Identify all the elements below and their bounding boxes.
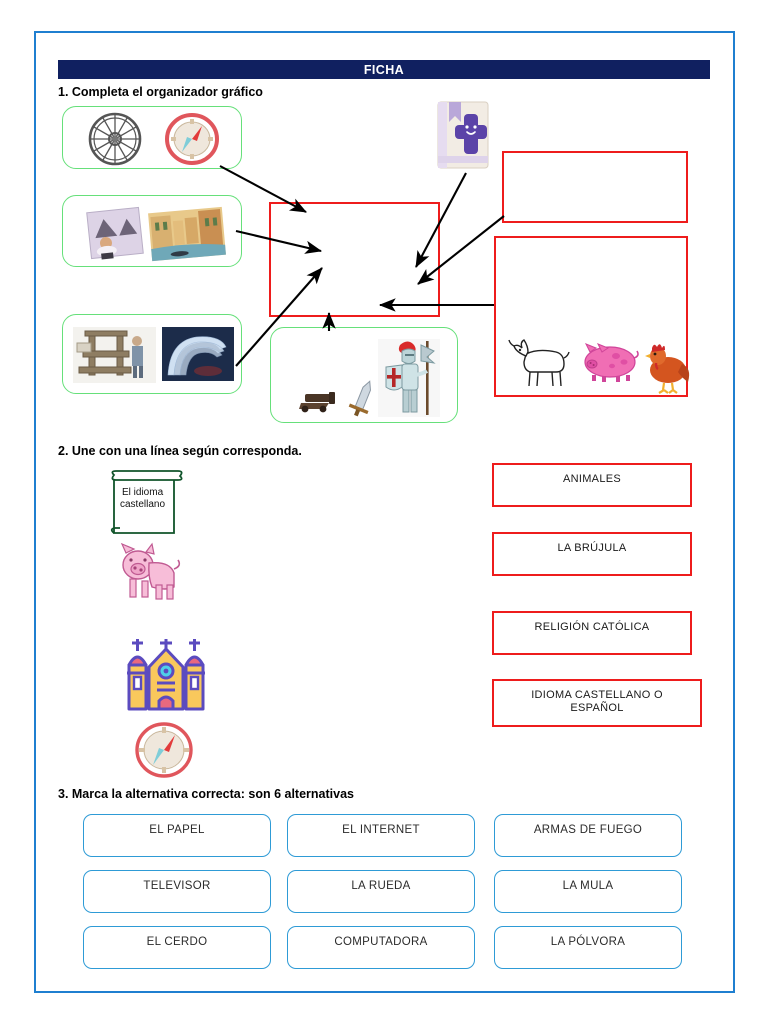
scroll-image: El idioma castellano (110, 470, 183, 534)
matching-compass-image (135, 722, 193, 778)
match-box-idioma-label-line1: IDIOMA CASTELLANO O (531, 689, 663, 701)
green-box-wheel-compass (62, 106, 242, 169)
match-box-animales[interactable]: ANIMALES (492, 463, 692, 507)
option-la-polvora-label: LA PÓLVORA (550, 936, 626, 948)
scroll-text-line2: castellano (120, 499, 165, 510)
match-box-brujula-label: LA BRÚJULA (557, 542, 627, 554)
option-la-rueda-label: LA RUEDA (351, 880, 411, 892)
knight-image (378, 339, 440, 417)
option-la-polvora[interactable]: LA PÓLVORA (494, 926, 682, 969)
option-la-mula[interactable]: LA MULA (494, 870, 682, 913)
option-el-internet[interactable]: EL INTERNET (287, 814, 475, 857)
scroll-text-line1: El idioma (122, 487, 164, 498)
option-el-internet-label: EL INTERNET (342, 824, 420, 836)
goat-image (508, 339, 570, 387)
match-box-brujula[interactable]: LA BRÚJULA (492, 532, 692, 576)
bible-book-image (437, 101, 489, 169)
church-image (127, 639, 205, 711)
organizer-empty-answer-box[interactable] (502, 151, 688, 223)
match-box-religion[interactable]: RELIGIÓN CATÓLICA (492, 611, 692, 655)
option-computadora[interactable]: COMPUTADORA (287, 926, 475, 969)
green-box-printing-press (62, 314, 242, 394)
option-la-mula-label: LA MULA (562, 880, 614, 892)
option-televisor-label: TELEVISOR (143, 880, 211, 892)
green-box-weapons-knight (270, 327, 458, 423)
option-la-rueda[interactable]: LA RUEDA (287, 870, 475, 913)
cannon-image (299, 392, 335, 413)
ficha-header-bar: FICHA (58, 60, 710, 79)
option-el-cerdo-label: EL CERDO (146, 936, 208, 948)
option-armas-de-fuego[interactable]: ARMAS DE FUEGO (494, 814, 682, 857)
pig-image (584, 343, 639, 382)
option-el-papel-label: EL PAPEL (149, 824, 205, 836)
hen-image (645, 344, 690, 394)
printing-press-image (73, 327, 156, 383)
sword-image (348, 380, 371, 417)
option-computadora-label: COMPUTADORA (334, 936, 428, 948)
question-1-title: 1. Completa el organizador gráfico (58, 85, 263, 99)
organizer-animals-box (494, 236, 690, 397)
matching-pig-image (120, 542, 181, 600)
green-box-paintings (62, 195, 242, 267)
question-3-title: 3. Marca la alternativa correcta: son 6 … (58, 787, 354, 801)
worksheet-page: FICHA 1. Completa el organizador gráfico (34, 31, 735, 993)
cervantes-painting-image (86, 206, 144, 260)
option-televisor[interactable]: TELEVISOR (83, 870, 271, 913)
option-el-papel[interactable]: EL PAPEL (83, 814, 271, 857)
option-armas-de-fuego-label: ARMAS DE FUEGO (533, 824, 643, 836)
organizer-center-answer-box[interactable] (269, 202, 440, 317)
paper-sheets-image (162, 327, 234, 381)
compass-image (165, 113, 219, 165)
press-operator-figure (132, 336, 143, 378)
match-box-religion-label: RELIGIÓN CATÓLICA (534, 621, 650, 633)
match-box-animales-label: ANIMALES (562, 473, 622, 485)
match-box-idioma[interactable]: IDIOMA CASTELLANO O ESPAÑOL (492, 679, 702, 727)
venice-canal-painting-image (148, 206, 226, 262)
question-2-title: 2. Une con una línea según corresponda. (58, 444, 302, 458)
match-box-idioma-label-line2: ESPAÑOL (570, 702, 624, 714)
ficha-header-title: FICHA (363, 62, 405, 77)
wagon-wheel-image (88, 112, 142, 166)
option-el-cerdo[interactable]: EL CERDO (83, 926, 271, 969)
